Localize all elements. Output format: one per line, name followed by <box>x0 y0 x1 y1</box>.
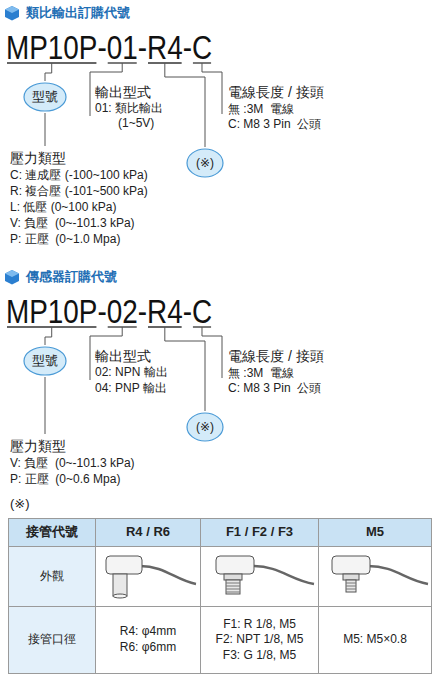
option-text: 無 :3M 電線 <box>228 102 294 116</box>
field-heading: 壓力類型 <box>10 150 66 167</box>
table-cell <box>95 546 201 607</box>
option-text: P: 正壓 (0~1.0 Mpa) <box>10 232 120 246</box>
table-text: F1: R 1/8, M5 <box>223 617 296 633</box>
fitting-f <box>216 556 314 594</box>
leader-line <box>45 113 46 146</box>
table-text: 外觀 <box>40 569 64 585</box>
option-text: C: M8 3 Pin 公頭 <box>228 117 321 131</box>
callout-ellipse: (※) <box>186 148 224 178</box>
table-text: M5: M5×0.8 <box>343 632 407 648</box>
field-heading: 輸出型式 <box>95 348 151 365</box>
table-text: R6: φ6mm <box>120 640 176 656</box>
option-text: (1~5V) <box>118 116 154 130</box>
table-cell <box>318 546 432 607</box>
leader-line <box>165 63 205 147</box>
option-text: R: 複合壓 (-101~500 kPa) <box>10 184 148 198</box>
table-text: 接管代號 <box>26 524 78 541</box>
field-heading: 電線長度 / 接頭 <box>228 348 324 365</box>
table-cell: 外觀 <box>8 546 96 607</box>
leader-line <box>202 63 222 114</box>
callout-ellipse: 型號 <box>23 346 67 376</box>
section-title: 傳感器訂購代號 <box>26 269 117 285</box>
callout-text: 型號 <box>32 353 58 369</box>
option-text: 無 :3M 電線 <box>228 366 294 380</box>
leader-line <box>45 377 46 434</box>
table-text: R4: φ4mm <box>120 624 176 640</box>
ellipse-shape <box>187 413 223 441</box>
ellipse-shape <box>187 149 223 177</box>
table-text: F1 / F2 / F3 <box>226 524 293 541</box>
table-text: M5 <box>366 524 384 541</box>
ellipse-shape <box>24 347 66 375</box>
table-cell: 接管代號 <box>8 518 96 547</box>
section-title: 類比輸出訂購代號 <box>26 5 130 21</box>
table-cell: R4 / R6 <box>95 518 201 547</box>
table-cell: 接管口徑 <box>8 606 96 674</box>
option-text: C: 連成壓 (-100~100 kPa) <box>10 168 148 182</box>
table-cell: F1 / F2 / F3 <box>200 518 319 547</box>
callout-ellipse: 型號 <box>23 82 67 112</box>
table-cell: M5 <box>318 518 432 547</box>
table-cell <box>200 546 319 607</box>
option-text: 01: 類比輸出 <box>95 101 163 115</box>
fitting-r4 <box>106 556 196 598</box>
table-cell: M5: M5×0.8 <box>318 606 432 674</box>
callout-ellipse: (※) <box>186 412 224 442</box>
table-cell: R4: φ4mmR6: φ6mm <box>95 606 201 674</box>
leader-line <box>165 327 205 411</box>
note-mark: (※) <box>10 496 30 512</box>
option-text: 02: NPN 輸出 <box>95 365 168 379</box>
ellipse-shape <box>24 83 66 111</box>
field-heading: 輸出型式 <box>95 84 151 101</box>
table-text: 接管口徑 <box>28 632 76 648</box>
option-text: C: M8 3 Pin 公頭 <box>228 381 321 395</box>
option-text: P: 正壓 (0~0.6 Mpa) <box>10 472 120 486</box>
leader-line <box>202 327 222 378</box>
callout-text: (※) <box>196 156 214 170</box>
order-code: MP10P-01-R4-C <box>6 28 212 67</box>
option-text: V: 負壓 (0~-101.3 kPa) <box>10 456 135 470</box>
fitting-m5 <box>332 556 428 592</box>
callout-text: 型號 <box>32 89 58 105</box>
option-text: 04: PNP 輸出 <box>95 381 167 395</box>
option-text: V: 負壓 (0~-101.3 kPa) <box>10 216 135 230</box>
table-text: R4 / R6 <box>126 524 170 541</box>
table-text: F3: G 1/8, M5 <box>223 648 296 664</box>
table-cell: F1: R 1/8, M5F2: NPT 1/8, M5F3: G 1/8, M… <box>200 606 319 674</box>
table-text: F2: NPT 1/8, M5 <box>216 632 304 648</box>
order-code: MP10P-02-R4-C <box>6 292 212 331</box>
option-text: L: 低壓 (0~100 kPa) <box>10 200 116 214</box>
callout-text: (※) <box>196 420 214 434</box>
field-heading: 電線長度 / 接頭 <box>228 84 324 101</box>
field-heading: 壓力類型 <box>10 438 66 455</box>
